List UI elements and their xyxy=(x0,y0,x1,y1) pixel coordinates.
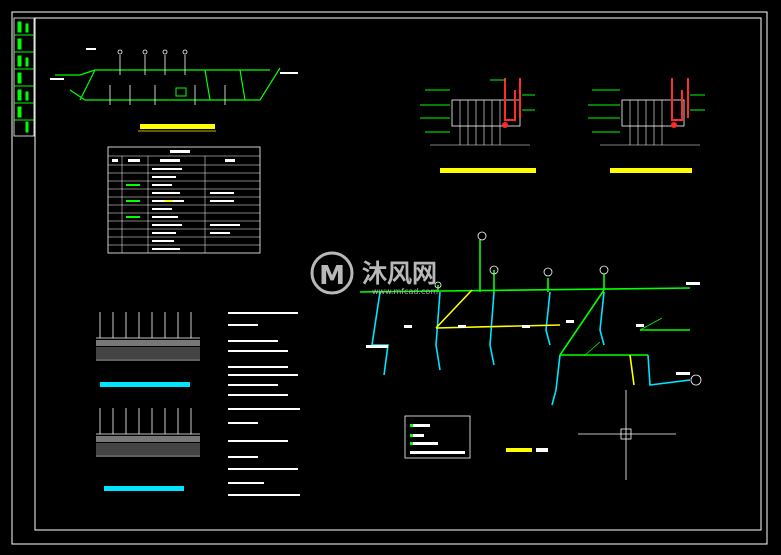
drawing-frame xyxy=(11,11,768,545)
watermark-logo-icon: M xyxy=(310,251,354,295)
entrance-pipe-diagram xyxy=(50,48,298,132)
manifold-detail-1 xyxy=(420,78,536,173)
floor-section-lower xyxy=(96,408,200,491)
binding-strip xyxy=(13,17,35,137)
watermark-logo-letter: M xyxy=(319,261,345,291)
isometric-system-diagram xyxy=(359,231,702,406)
watermark-brand: 沐风网 xyxy=(362,259,437,288)
construction-notes xyxy=(228,312,300,496)
manifold-detail-2 xyxy=(588,78,705,173)
notes-box xyxy=(404,415,548,459)
ucs-crosshair-icon xyxy=(578,390,676,480)
watermark: M 沐风网 www.mfcad.com xyxy=(310,251,438,296)
watermark-url: www.mfcad.com xyxy=(372,287,438,296)
legend-table xyxy=(107,146,261,254)
floor-section-upper xyxy=(96,312,200,387)
